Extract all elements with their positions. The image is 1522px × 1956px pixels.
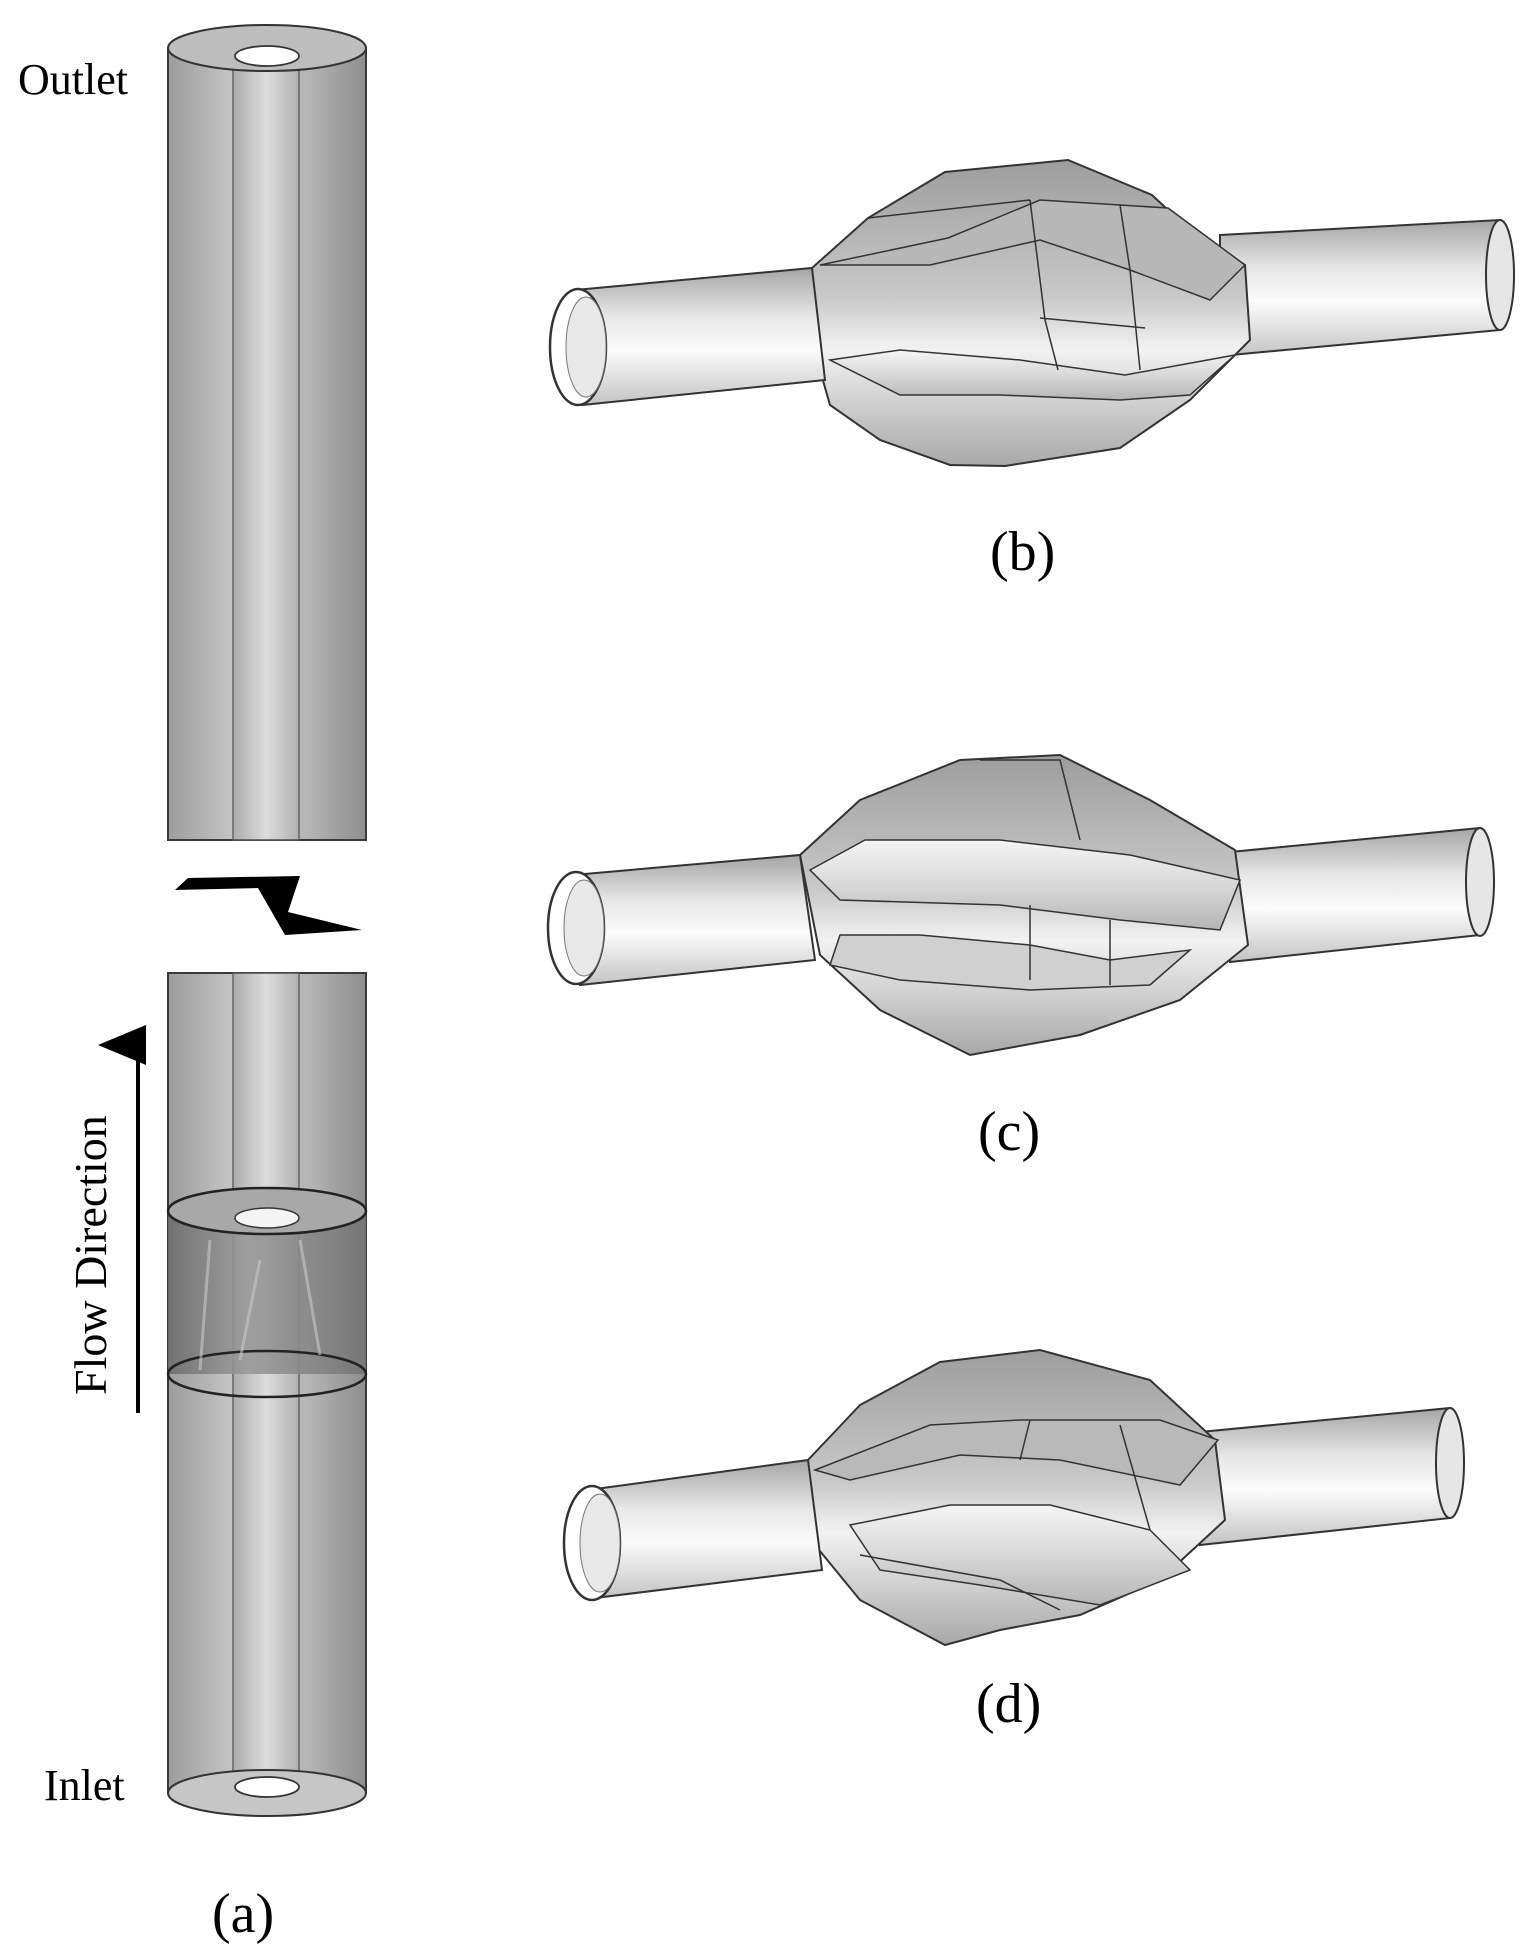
rotor-blade-lower bbox=[827, 349, 1238, 401]
right-tube bbox=[1219, 218, 1501, 358]
blade-edges bbox=[859, 1419, 1151, 1611]
left-tube-inner bbox=[579, 1493, 621, 1593]
inner-pipe-upper bbox=[232, 57, 300, 841]
panel-c-rotor-model bbox=[546, 753, 1495, 1057]
caption-c: (c) bbox=[978, 1101, 1040, 1163]
rotor-section-bottom bbox=[166, 1349, 368, 1399]
rotor-blade-lower bbox=[829, 934, 1193, 991]
caption-a: (a) bbox=[212, 1883, 274, 1945]
right-tube-end bbox=[1465, 827, 1495, 937]
rotor-blade-upper bbox=[808, 839, 1242, 931]
rotor-blade-hint bbox=[198, 1239, 322, 1371]
left-tube bbox=[571, 853, 817, 987]
right-tube bbox=[1229, 826, 1481, 964]
rotor-blade-upper bbox=[819, 199, 1247, 301]
left-tube bbox=[586, 1458, 824, 1600]
panel-b-rotor-model bbox=[548, 158, 1515, 468]
left-tube-inner bbox=[565, 296, 607, 398]
rotor-blade-lower bbox=[848, 1504, 1192, 1606]
right-tube-end bbox=[1485, 219, 1515, 331]
left-tube bbox=[573, 266, 827, 407]
caption-d: (d) bbox=[976, 1673, 1041, 1735]
inner-pipe-lower bbox=[232, 972, 300, 1794]
flow-direction-label: Flow Direction bbox=[65, 1115, 116, 1395]
panel-d-rotor-model bbox=[562, 1348, 1465, 1647]
rotor-body bbox=[806, 1348, 1227, 1647]
caption-b: (b) bbox=[990, 521, 1055, 583]
break-symbol bbox=[175, 876, 362, 935]
blade-edges bbox=[867, 199, 1146, 371]
right-tube bbox=[1199, 1406, 1451, 1547]
inlet-label: Inlet bbox=[44, 1761, 125, 1810]
blade-edges bbox=[980, 759, 1111, 985]
left-tube-inner bbox=[563, 879, 605, 977]
rotor-blade-upper bbox=[812, 1419, 1220, 1486]
rotor-inner-top bbox=[234, 1207, 300, 1229]
rotor-section bbox=[168, 1211, 366, 1374]
right-tube-end bbox=[1435, 1407, 1465, 1519]
panel-a-pipe-assembly bbox=[166, 24, 368, 1817]
outlet-inner-opening bbox=[234, 45, 300, 67]
inlet-inner-opening bbox=[234, 1776, 300, 1798]
outlet-label: Outlet bbox=[18, 55, 128, 104]
